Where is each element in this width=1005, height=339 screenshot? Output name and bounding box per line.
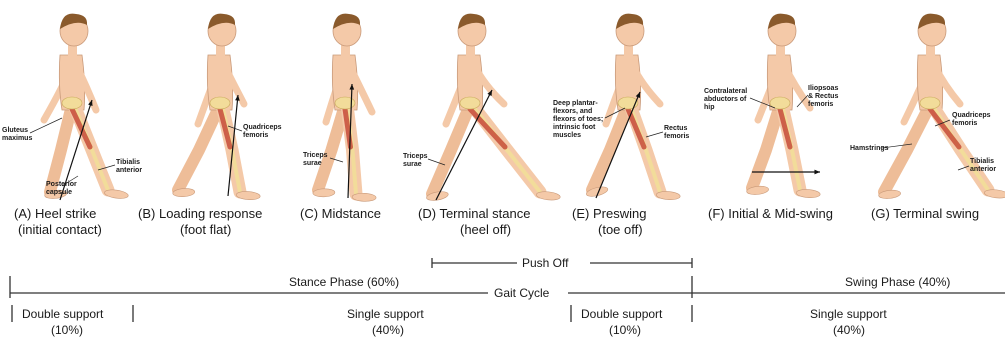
- annotation-hamstrings: Hamstrings: [850, 145, 889, 152]
- support-1-label: Double support: [22, 307, 104, 321]
- figure-b: [173, 14, 261, 201]
- figure-e: [585, 14, 680, 201]
- phase-d-label: (D) Terminal stance: [418, 206, 530, 221]
- support-1-pct: (10%): [51, 323, 83, 337]
- swing-phase-label: Swing Phase (40%): [845, 275, 950, 289]
- support-4-pct: (40%): [833, 323, 865, 337]
- push-off-label: Push Off: [522, 256, 569, 270]
- walking-figures: [44, 14, 1005, 202]
- gait-timeline: Push Off Stance Phase (60%) Swing Phase …: [10, 256, 1005, 337]
- support-2-pct: (40%): [372, 323, 404, 337]
- support-2-label: Single support: [347, 307, 424, 321]
- phase-captions: (A) Heel strike (initial contact) (B) Lo…: [14, 206, 979, 237]
- phase-e-label: (E) Preswing: [572, 206, 646, 221]
- phase-b-label: (B) Loading response: [138, 206, 262, 221]
- gait-cycle-label: Gait Cycle: [494, 286, 550, 300]
- support-3-pct: (10%): [609, 323, 641, 337]
- support-4-label: Single support: [810, 307, 887, 321]
- figure-d: [426, 14, 561, 202]
- arrowhead-icon: [814, 170, 820, 175]
- phase-a-sub: (initial contact): [18, 222, 102, 237]
- phase-g-label: (G) Terminal swing: [871, 206, 979, 221]
- figure-c: [313, 14, 376, 202]
- phase-e-sub: (toe off): [598, 222, 643, 237]
- support-3-label: Double support: [581, 307, 663, 321]
- phase-d-sub: (heel off): [460, 222, 511, 237]
- stance-phase-label: Stance Phase (60%): [289, 275, 399, 289]
- phase-f-label: (F) Initial & Mid-swing: [708, 206, 833, 221]
- phase-c-label: (C) Midstance: [300, 206, 381, 221]
- phase-b-sub: (foot flat): [180, 222, 231, 237]
- phase-a-label: (A) Heel strike: [14, 206, 96, 221]
